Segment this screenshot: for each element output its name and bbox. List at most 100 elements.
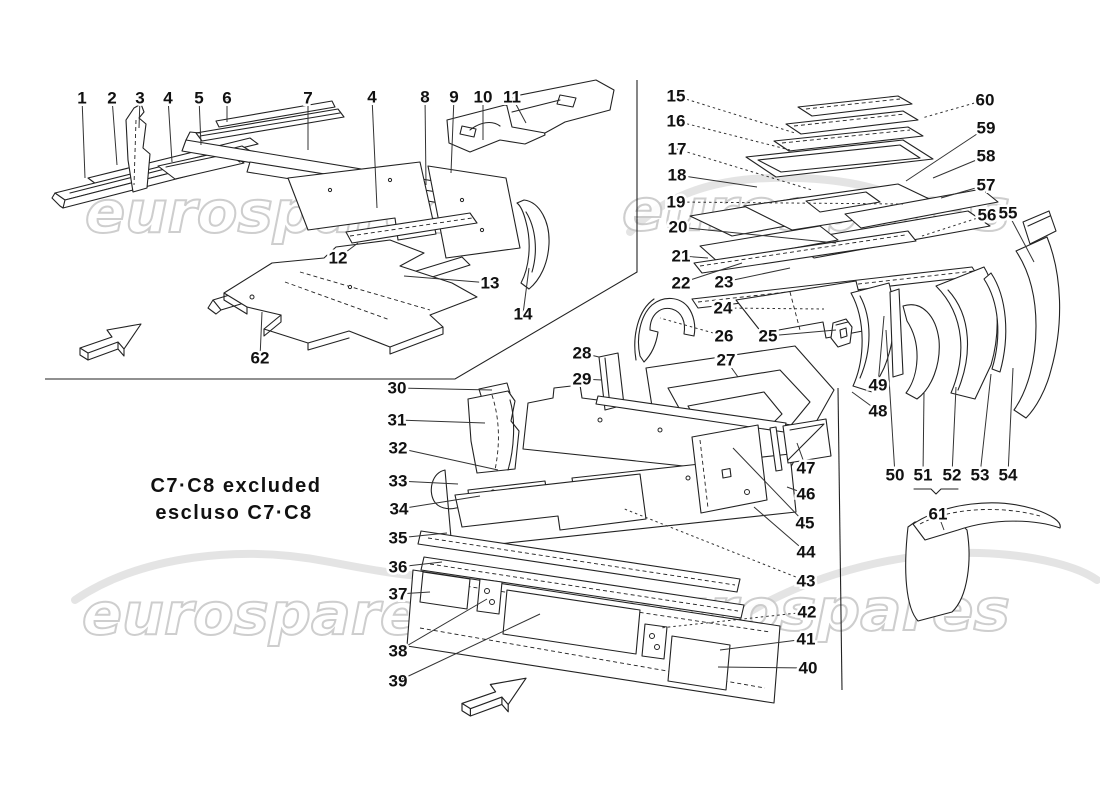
part-callout-8[interactable]: 8 — [418, 85, 432, 109]
leader-line-30 — [396, 387, 493, 391]
part-callout-56[interactable]: 56 — [975, 203, 999, 227]
part-strip-17 — [773, 126, 924, 152]
part-callout-44[interactable]: 44 — [794, 540, 818, 564]
part-callout-50[interactable]: 50 — [883, 463, 907, 487]
part-callout-29[interactable]: 29 — [570, 367, 594, 391]
leader-line-4 — [371, 96, 378, 209]
part-callout-4[interactable]: 4 — [161, 86, 176, 110]
part-callout-1[interactable]: 1 — [75, 86, 89, 110]
part-insert-40 — [667, 635, 731, 691]
part-callout-33[interactable]: 33 — [386, 469, 410, 493]
part-strip-5-line — [199, 112, 341, 137]
part-callout-26[interactable]: 26 — [712, 324, 736, 348]
part-callout-59[interactable]: 59 — [974, 116, 998, 140]
part-callout-28[interactable]: 28 — [570, 341, 594, 365]
part-callout-39[interactable]: 39 — [386, 669, 410, 693]
part-bracket-3-fold — [133, 119, 137, 186]
leader-line-35 — [397, 532, 448, 539]
part-callout-2[interactable]: 2 — [105, 86, 119, 110]
part-callout-58[interactable]: 58 — [974, 144, 998, 168]
part-callout-17[interactable]: 17 — [665, 137, 689, 161]
divider-lower-right — [837, 387, 843, 691]
leader-line-8 — [424, 96, 427, 186]
leader-line-58 — [932, 155, 987, 179]
part-callout-48[interactable]: 48 — [866, 399, 890, 423]
part-callout-3[interactable]: 3 — [133, 86, 147, 110]
part-callout-45[interactable]: 45 — [793, 511, 817, 535]
part-callout-19[interactable]: 19 — [664, 190, 688, 214]
part-callout-10[interactable]: 10 — [471, 85, 495, 109]
part-callout-23[interactable]: 23 — [712, 270, 736, 294]
part-callout-11[interactable]: 11 — [501, 85, 524, 109]
part-callout-32[interactable]: 32 — [386, 436, 410, 460]
leader-line-4 — [167, 97, 173, 163]
part-callout-25[interactable]: 25 — [756, 324, 780, 348]
part-callout-22[interactable]: 22 — [669, 271, 693, 295]
part-flap-14-crease — [525, 211, 536, 273]
part-callout-7[interactable]: 7 — [301, 86, 315, 110]
part-callout-27[interactable]: 27 — [714, 348, 738, 372]
part-callout-4[interactable]: 4 — [365, 85, 380, 109]
part-callout-61[interactable]: 61 — [926, 502, 950, 526]
part-callout-47[interactable]: 47 — [794, 456, 818, 480]
part-callout-20[interactable]: 20 — [666, 215, 690, 239]
part-callout-24[interactable]: 24 — [711, 296, 735, 320]
part-callout-34[interactable]: 34 — [387, 497, 411, 521]
leader-line-22 — [680, 262, 743, 284]
part-sill-35 — [417, 530, 741, 593]
leader-line-46 — [786, 486, 807, 495]
strip-creases — [781, 98, 911, 144]
leader-line-17 — [676, 148, 813, 191]
leader-line-1 — [81, 97, 86, 179]
part-callout-36[interactable]: 36 — [386, 555, 410, 579]
part-callout-52[interactable]: 52 — [940, 463, 964, 487]
part-callout-40[interactable]: 40 — [796, 656, 820, 680]
panel-hole — [479, 227, 485, 233]
leader-line-19 — [675, 201, 904, 205]
part-arch-26-skirt — [634, 298, 655, 361]
part-plate-39 — [502, 589, 641, 655]
part-callout-30[interactable]: 30 — [385, 376, 409, 400]
part-callout-16[interactable]: 16 — [664, 109, 688, 133]
leader-line-32 — [397, 447, 499, 471]
part-callout-6[interactable]: 6 — [220, 86, 234, 110]
part-callout-53[interactable]: 53 — [968, 463, 992, 487]
part-callout-15[interactable]: 15 — [664, 84, 688, 108]
part-callout-14[interactable]: 14 — [511, 302, 535, 326]
part-callout-5[interactable]: 5 — [192, 86, 206, 110]
part-bracket-42 — [641, 623, 668, 660]
part-callout-54[interactable]: 54 — [996, 463, 1020, 487]
part-callout-60[interactable]: 60 — [973, 88, 997, 112]
part-callout-42[interactable]: 42 — [795, 600, 819, 624]
part-callout-62[interactable]: 62 — [248, 346, 272, 370]
part-bracket-25-detail — [835, 321, 849, 339]
part-callout-49[interactable]: 49 — [866, 373, 890, 397]
leader-line-50 — [885, 329, 896, 476]
part-callout-43[interactable]: 43 — [794, 569, 818, 593]
part-callout-12[interactable]: 12 — [326, 246, 350, 270]
part-callout-55[interactable]: 55 — [996, 201, 1020, 225]
leader-line-52 — [951, 386, 957, 476]
part-61-crease — [919, 509, 1041, 525]
part-callout-13[interactable]: 13 — [478, 271, 502, 295]
part-panel-45-details — [721, 467, 732, 479]
note-line-2: escluso C7·C8 — [155, 502, 312, 524]
part-callout-31[interactable]: 31 — [385, 408, 409, 432]
part-callout-38[interactable]: 38 — [386, 639, 410, 663]
part-notched-panel — [287, 161, 437, 241]
part-callout-21[interactable]: 21 — [669, 244, 693, 268]
part-callout-18[interactable]: 18 — [665, 163, 689, 187]
part-callout-46[interactable]: 46 — [794, 482, 818, 506]
leader-line-9 — [450, 96, 455, 174]
part-floor-62-edges — [223, 292, 444, 355]
leader-line-48 — [851, 391, 879, 412]
part-callout-41[interactable]: 41 — [794, 627, 818, 651]
right-assembly — [634, 95, 1061, 622]
part-callout-35[interactable]: 35 — [386, 526, 410, 550]
part-callout-37[interactable]: 37 — [386, 582, 410, 606]
leader-line-44 — [753, 506, 807, 553]
part-callout-51[interactable]: 51 — [911, 463, 935, 487]
part-callout-9[interactable]: 9 — [447, 85, 461, 109]
part-callout-57[interactable]: 57 — [974, 173, 998, 197]
